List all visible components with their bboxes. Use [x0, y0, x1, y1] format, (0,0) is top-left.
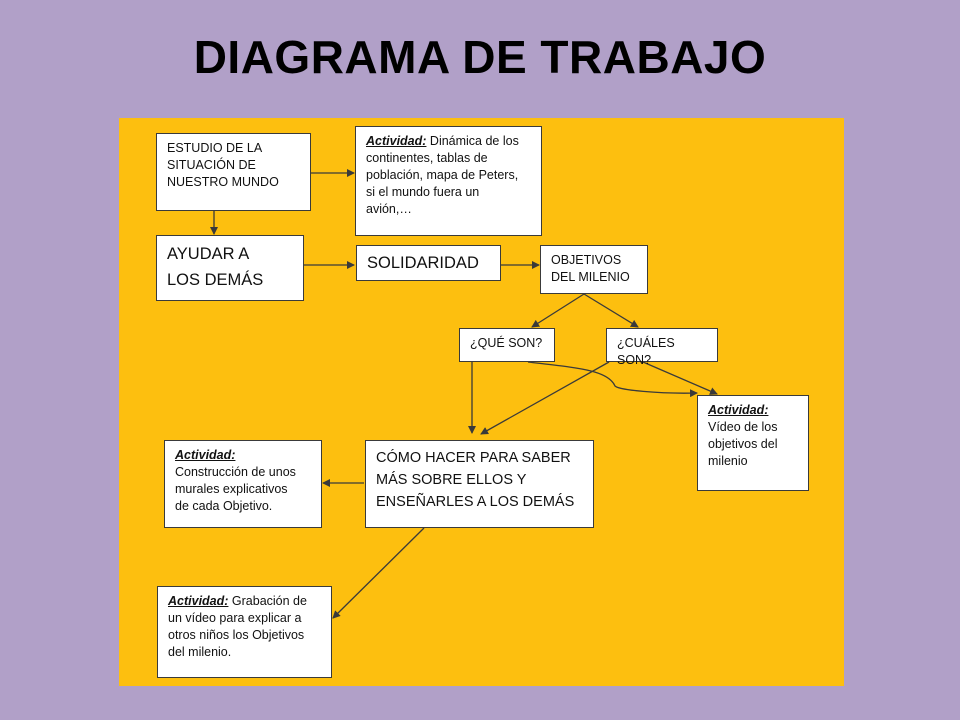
box-text: OBJETIVOS — [551, 253, 622, 267]
box-como-hacer: CÓMO HACER PARA SABER MÁS SOBRE ELLOS Y … — [365, 440, 594, 528]
box-text: SITUACIÓN DE — [167, 157, 256, 172]
box-estudio: ESTUDIO DE LA SITUACIÓN DE NUESTRO MUNDO — [156, 133, 311, 211]
arrow-objetivos-to-que-son — [531, 293, 585, 328]
box-ayudar: AYUDAR A LOS DEMÁS — [156, 235, 304, 301]
box-cuales-son: ¿CUÁLES SON? — [606, 328, 718, 367]
box-actividad-video: Actividad: Vídeo de los objetivos del mi… — [697, 395, 809, 491]
box-text: milenio — [708, 453, 748, 468]
box-text: ¿CUÁLES SON? — [617, 336, 675, 367]
box-actividad-grabacion: Actividad: Grabación de un vídeo para ex… — [157, 586, 332, 678]
box-text: SOLIDARIDAD — [367, 254, 479, 272]
box-text: LOS DEMÁS — [167, 270, 264, 289]
box-text: población, mapa de Peters, — [366, 167, 519, 182]
box-text: Vídeo de los — [708, 419, 778, 434]
box-text: MÁS SOBRE ELLOS Y — [376, 471, 527, 488]
arrow-cuales-son-to-como-hacer — [480, 361, 610, 435]
activity-label: Actividad: — [366, 134, 427, 148]
box-text: Grabación de — [228, 594, 307, 608]
box-text: ¿QUÉ SON? — [470, 336, 543, 350]
diagram-panel: ESTUDIO DE LA SITUACIÓN DE NUESTRO MUNDO… — [119, 118, 844, 686]
box-actividad-dinamica: Actividad: Dinámica de los continentes, … — [355, 126, 542, 236]
box-text: del milenio. — [168, 644, 232, 659]
box-text: un vídeo para explicar a — [168, 610, 302, 625]
activity-label: Actividad: — [175, 448, 236, 462]
box-text: de cada Objetivo. — [175, 498, 273, 513]
arrow-cuales-son-to-actividad-video — [642, 361, 718, 395]
box-text: ESTUDIO DE LA — [167, 141, 263, 155]
arrow-que-son-to-actividad-video — [527, 361, 698, 398]
box-text: AYUDAR A — [167, 245, 250, 263]
box-text: CÓMO HACER PARA SABER — [376, 450, 571, 466]
box-que-son: ¿QUÉ SON? — [459, 328, 555, 362]
connector-arrows — [210, 169, 718, 619]
box-text: objetivos del — [708, 436, 778, 451]
box-text: continentes, tablas de — [366, 150, 488, 165]
arrow-objetivos-to-cuales-son — [583, 293, 639, 328]
box-text: NUESTRO MUNDO — [167, 174, 279, 189]
box-text: otros niños los Objetivos — [168, 627, 305, 642]
box-text: murales explicativos — [175, 481, 288, 496]
slide-title: DIAGRAMA DE TRABAJO — [193, 31, 767, 83]
activity-label: Actividad: — [168, 594, 229, 608]
box-solidaridad: SOLIDARIDAD — [356, 245, 501, 281]
box-text: DEL MILENIO — [551, 269, 630, 284]
box-text: avión,… — [366, 201, 412, 216]
box-text: ENSEÑARLES A LOS DEMÁS — [376, 493, 575, 510]
box-actividad-murales: Actividad: Construcción de unos murales … — [164, 440, 322, 528]
arrow-como-hacer-to-grabacion — [332, 527, 425, 619]
box-text: Dinámica de los — [426, 134, 519, 148]
activity-label: Actividad: — [708, 403, 769, 417]
box-objetivos-milenio: OBJETIVOS DEL MILENIO — [540, 245, 648, 294]
box-text: si el mundo fuera un — [366, 184, 480, 199]
box-text: Construcción de unos — [175, 464, 296, 479]
